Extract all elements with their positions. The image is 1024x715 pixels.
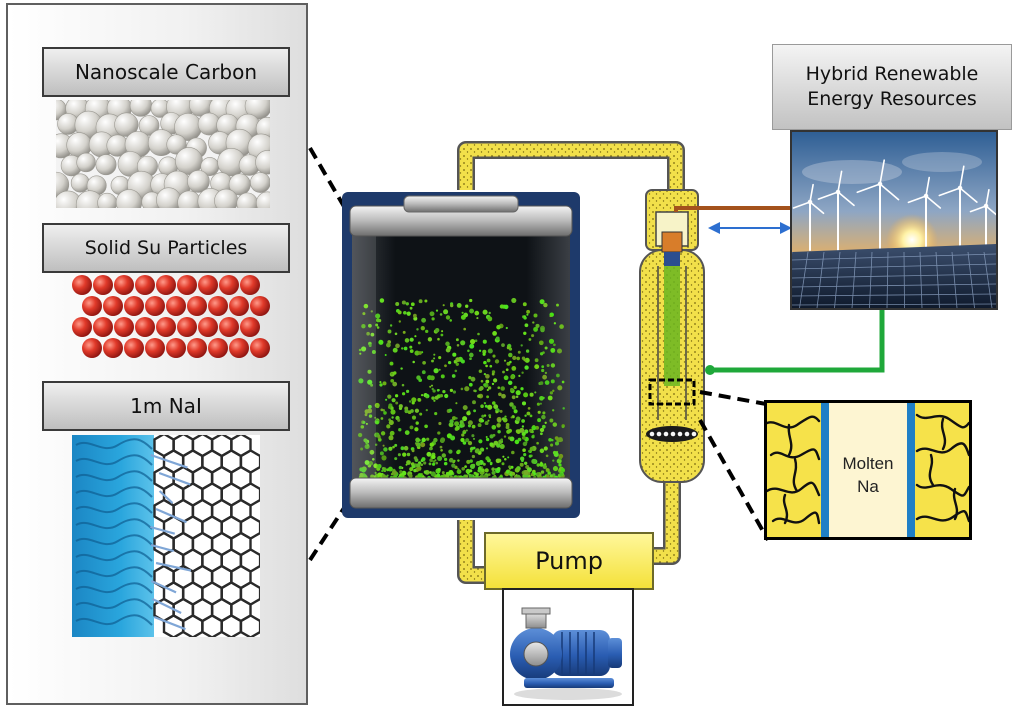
label-solid-su-particles: Solid Su Particles <box>42 223 290 273</box>
slurry-tank <box>342 192 580 518</box>
centrifugal-pump-photo <box>502 588 634 706</box>
molten-na-line1: Molten <box>842 454 894 473</box>
label-nanoscale-carbon: Nanoscale Carbon <box>42 47 290 97</box>
energy-label-line1: Hybrid Renewable <box>805 63 979 86</box>
label-nai-solution: 1m NaI <box>42 381 290 431</box>
wind-solar-photo <box>790 130 998 310</box>
brown-wire <box>674 206 790 212</box>
green-wire <box>710 308 885 373</box>
solid-su-particles-image <box>70 273 270 365</box>
molten-na-line2: Na <box>857 476 879 496</box>
energy-resources-label: Hybrid Renewable Energy Resources <box>772 44 1012 130</box>
molten-na-label: Molten Na <box>831 453 905 499</box>
slurry-pipe-loop <box>457 141 685 584</box>
nanoscale-carbon-image <box>56 100 270 208</box>
na-zoom-line-bottom <box>698 419 770 541</box>
zoom-line-top <box>308 146 348 212</box>
molten-sodium-zoom: Molten Na <box>764 400 972 540</box>
zoom-line-bottom <box>308 503 348 562</box>
sodium-cell-column <box>639 189 715 483</box>
energy-label-line2: Energy Resources <box>807 88 977 110</box>
materials-panel: Nanoscale Carbon Solid Su Particles 1m N… <box>6 3 308 705</box>
na-zoom-line-top <box>699 390 767 406</box>
pump-label: Pump <box>484 532 654 590</box>
double-headed-arrow-icon <box>708 222 792 234</box>
carbon-nanotube-nai-image <box>72 435 260 637</box>
